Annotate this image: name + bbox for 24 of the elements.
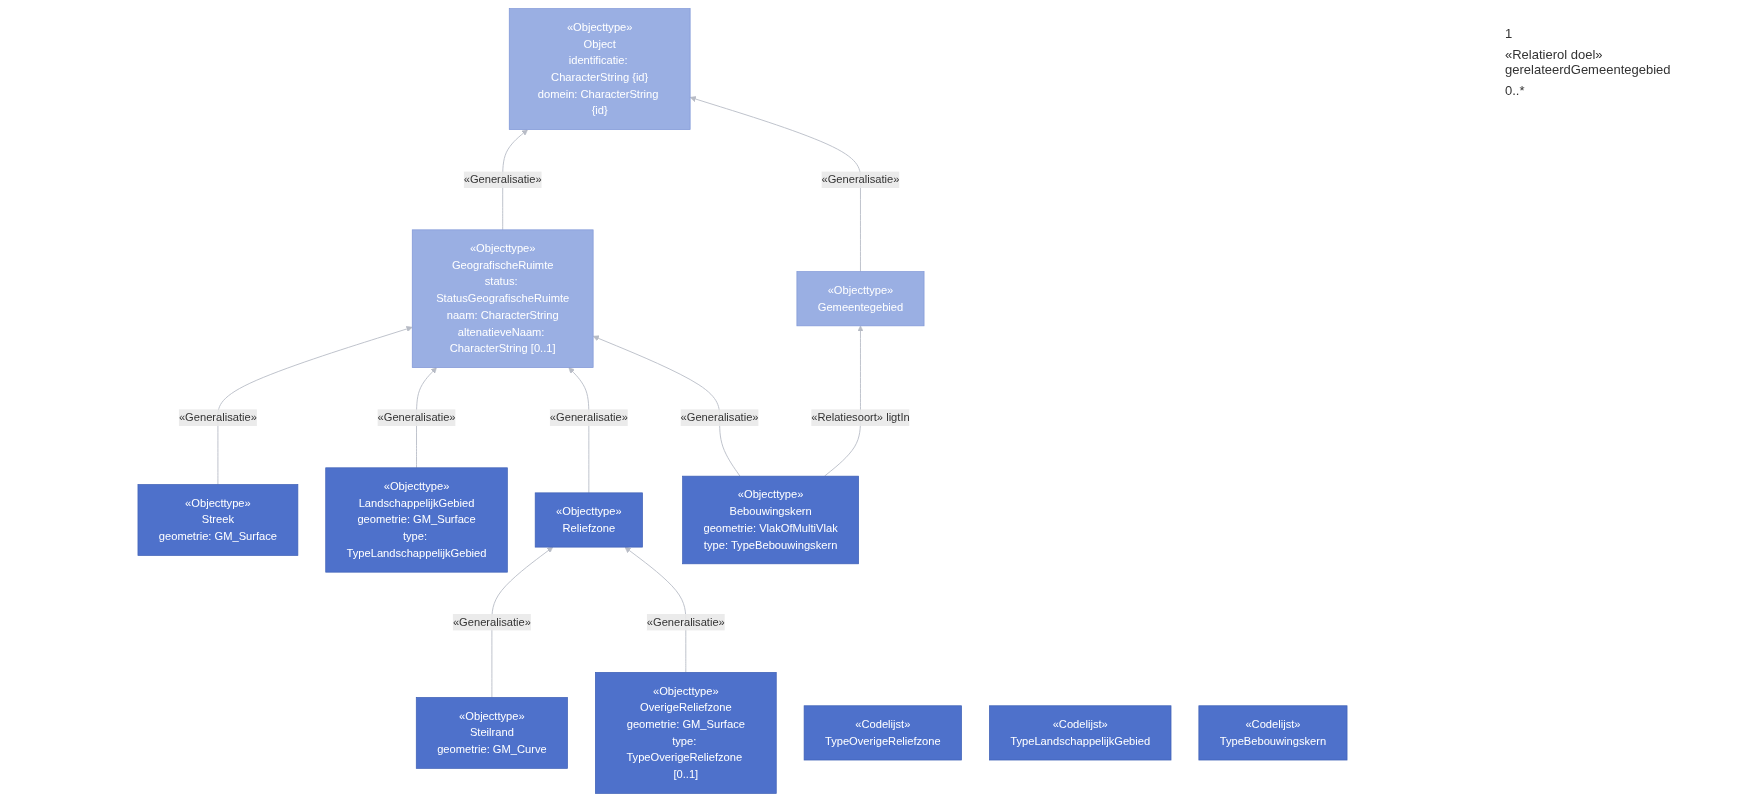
edge-label: «Generalisatie» xyxy=(463,173,542,186)
multiplicity-label: 0..* xyxy=(1505,83,1526,98)
edge-label: «Generalisatie» xyxy=(821,173,900,186)
node-box: «Objecttype» Object identificatie: CharacterString {id} domein: CharacterString {id} xyxy=(508,8,691,130)
node-box: «Codelijst» TypeBebouwingskern xyxy=(1198,705,1348,761)
edge-label: «Generalisatie» xyxy=(452,616,531,628)
node-box: «Objecttype» GeografischeRuimte status: StatusGeografischeRuimte naam: CharacterString altenatieveNaam: CharacterString [0..1] xyxy=(411,229,594,368)
edge-label: «Generalisatie» xyxy=(549,411,628,424)
multiplicity-label: 1 xyxy=(1505,26,1514,41)
node-box: «Codelijst» TypeLandschappelijkGebied xyxy=(989,705,1172,761)
node-box: «Codelijst» TypeOverigeReliefzone xyxy=(803,705,962,761)
node-box: «Objecttype» Bebouwingskern geometrie: VlakOfMultiVlak type: TypeBebouwingskern xyxy=(682,475,859,565)
node-box: «Objecttype» OverigeReliefzone geometrie: GM_Surface type: TypeOverigeReliefzone [0..1] xyxy=(595,672,777,794)
node-box: «Objecttype» Gemeentegebied xyxy=(796,271,925,327)
edge-label: «Relatiesoort» ligtIn xyxy=(811,411,910,424)
edge-label: «Generalisatie» xyxy=(680,411,759,424)
node-box: «Objecttype» Steilrand geometrie: GM_Curve xyxy=(415,697,568,769)
node-box: «Objecttype» Streek geometrie: GM_Surface xyxy=(137,484,299,556)
edge-label: «Generalisatie» xyxy=(178,411,257,424)
multiplicity-label: «Relatierol doel» gerelateerdGemeentegebied xyxy=(1505,47,1672,77)
edge-label: «Generalisatie» xyxy=(377,411,456,424)
edge-label: «Generalisatie» xyxy=(646,616,725,628)
node-box: «Objecttype» Reliefzone xyxy=(534,492,643,548)
node-box: «Objecttype» LandschappelijkGebied geometrie: GM_Surface type: TypeLandschappelijkGebied xyxy=(325,467,508,573)
